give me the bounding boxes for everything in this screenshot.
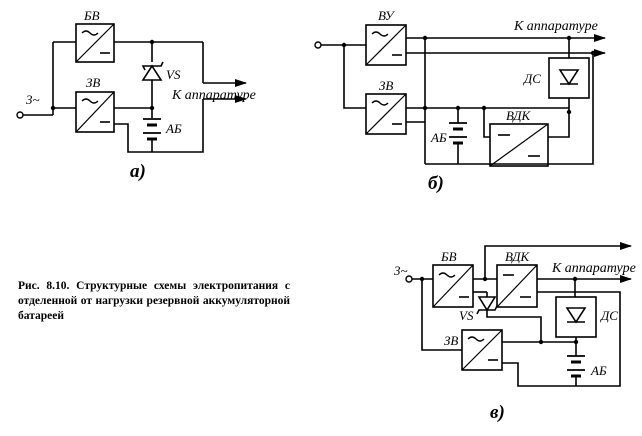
label-ds-c: ДС [599, 308, 618, 323]
label-input-c: 3~ [393, 263, 408, 278]
diagram-a [16, 23, 247, 153]
label-ab-c: АБ [590, 363, 607, 378]
converter-block-bv [75, 23, 115, 63]
label-vu-b: ВУ [378, 8, 396, 23]
label-zv-a: ЗВ [86, 75, 100, 90]
figure-caption: Рис. 8.10. Структурные схемы электропита… [18, 280, 290, 322]
diode-switch-ds-b [548, 57, 590, 99]
charger-block-zv-c [461, 329, 503, 371]
battery-ab-b [449, 122, 467, 145]
label-bv-c: БВ [440, 249, 457, 264]
rectifier-block-vu [365, 24, 407, 66]
input-terminal-b [314, 41, 322, 49]
sublabel-b: б) [428, 173, 444, 194]
label-zv-b: ЗВ [379, 78, 393, 93]
label-output-a: К аппаратуре [171, 88, 256, 103]
label-bv-a: БВ [83, 8, 100, 23]
label-vdk-c: ВДК [505, 249, 531, 264]
label-ds-b: ДС [522, 71, 541, 86]
charger-block-zv [75, 91, 115, 133]
sublabel-c: в) [490, 402, 505, 423]
battery-ab-a [143, 118, 161, 141]
label-zv-c: ЗВ [444, 333, 458, 348]
dc-converter-vdk-b [489, 123, 549, 167]
diode-switch-ds-c [555, 296, 597, 338]
label-ab-a: АБ [165, 121, 182, 136]
dc-converter-vdk-c [496, 264, 538, 308]
label-ab-b: АБ [430, 130, 447, 145]
diagram-b [314, 24, 606, 167]
label-vdk-b: ВДК [506, 108, 532, 123]
converter-block-bv-c [432, 264, 474, 308]
zener-diode-vs-a [141, 61, 164, 81]
battery-ab-c [567, 355, 585, 378]
label-output-b: К аппаратуре [513, 19, 598, 34]
input-terminal-a [16, 111, 24, 119]
sublabel-a: а) [130, 161, 146, 182]
label-vs-a: VS [166, 67, 181, 82]
charger-block-zv-b [365, 93, 407, 135]
label-vs-c: VS [459, 308, 474, 323]
label-input-a: 3~ [25, 92, 40, 107]
diagram-c [405, 242, 632, 387]
label-output-c: К аппаратуре [551, 261, 636, 276]
